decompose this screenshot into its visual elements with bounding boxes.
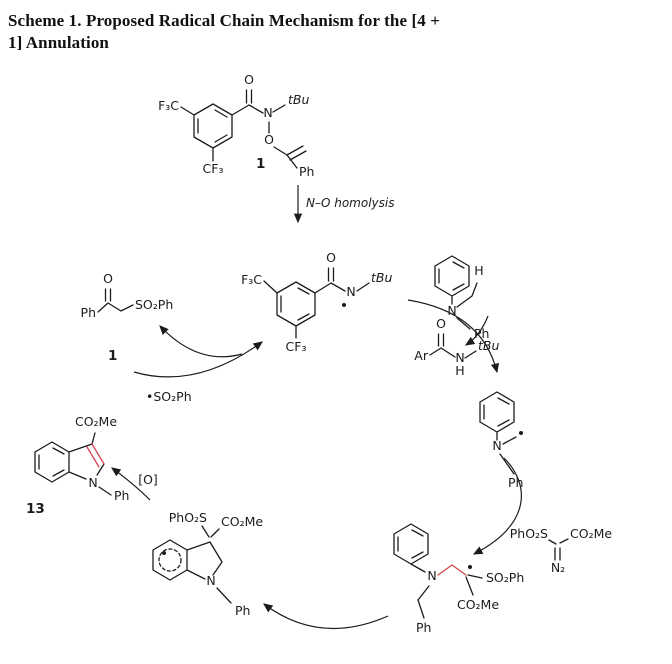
structure-product-13: CO₂Me N Ph 13	[26, 414, 129, 517]
product13-new-double-bond	[86, 443, 105, 468]
co2me-label: CO₂Me	[457, 597, 499, 612]
so2ph-label: SO₂Ph	[135, 297, 173, 312]
adduct-bonds	[393, 523, 483, 619]
scheme-diagram: F₃C CF₃ O N tBu O Ph 1 N–O homolysis F₃C…	[26, 72, 613, 635]
cf3-label: CF₃	[286, 339, 307, 354]
f3c-label: F₃C	[158, 98, 179, 113]
structure-radical-adduct: N SO₂Ph CO₂Me Ph	[393, 523, 524, 635]
diazo-bonds	[548, 538, 569, 545]
scheme-caption-line2: 1] Annulation	[8, 33, 109, 52]
cycle-arrows	[111, 299, 522, 630]
oxidant-label: [O]	[138, 472, 158, 487]
alpha-amino-bonds	[479, 391, 517, 475]
cyclized-bonds	[152, 525, 232, 604]
structure-amine: N H Ph	[434, 255, 489, 341]
n-label: N	[206, 573, 215, 588]
scheme-caption-line1: Scheme 1. Proposed Radical Chain Mechani…	[8, 11, 440, 30]
arrow-cyclization	[263, 603, 389, 630]
amidyl-bonds	[263, 280, 370, 339]
radical-dot	[342, 303, 346, 307]
compound1-double-bonds	[197, 89, 307, 161]
amine-double-bonds	[438, 261, 465, 291]
adduct-double-bonds	[397, 529, 424, 559]
n-label: N	[455, 350, 464, 365]
scheme-caption: Scheme 1. Proposed Radical Chain Mechani…	[0, 0, 672, 54]
ar-label: Ar	[414, 348, 429, 363]
reagent-1-number: 1	[108, 348, 117, 364]
tbu-label: tBu	[288, 92, 309, 107]
pho2s-label: PhO₂S	[510, 526, 548, 541]
co2me-label: CO₂Me	[570, 526, 612, 541]
carbonyl-o-label: O	[326, 250, 336, 265]
structure-alpha-amino-radical: N Ph	[479, 391, 523, 490]
ph-label: Ph	[235, 603, 250, 618]
amide-bonds	[429, 347, 477, 359]
structure-diazo-reagent: PhO₂S CO₂Me N₂	[510, 526, 613, 575]
o-ether-label: O	[264, 132, 274, 147]
radical-dot	[519, 431, 523, 435]
ph-label: Ph	[416, 620, 431, 635]
n2-label: N₂	[551, 560, 565, 575]
carbonyl-o-label: O	[436, 316, 446, 331]
so2ph-label: SO₂Ph	[486, 570, 524, 585]
f3c-label: F₃C	[241, 272, 262, 287]
ph-label: Ph	[81, 305, 96, 320]
co2me-label: CO₂Me	[221, 514, 263, 529]
arrow-diazo-addition	[472, 457, 522, 555]
tbu-label: tBu	[371, 270, 392, 285]
n-label: N	[346, 284, 355, 299]
n-label: N	[492, 438, 501, 453]
sulfone-bonds	[97, 302, 134, 313]
pho2s-label: PhO₂S	[169, 510, 207, 525]
structure-amidyl-radical: F₃C CF₃ O N tBu	[241, 250, 392, 354]
alpha-amino-double-bonds	[483, 397, 510, 427]
n-label: N	[427, 568, 436, 583]
amidyl-double-bonds	[280, 267, 335, 321]
structure-cyclized-radical: PhO₂S CO₂Me N Ph	[152, 510, 263, 618]
co2me-label: CO₂Me	[75, 414, 117, 429]
product13-bonds	[34, 432, 112, 496]
n-label: N	[88, 475, 97, 490]
structure-compound-1: F₃C CF₃ O N tBu O Ph 1	[158, 72, 314, 179]
structure-phenacyl-sulfone: Ph O SO₂Ph	[81, 271, 174, 320]
structure-amide-byproduct: Ar O N H tBu	[414, 316, 499, 378]
sulfonyl-radical-label: •SO₂Ph	[146, 389, 192, 404]
homolysis-arrow-group: N–O homolysis	[293, 185, 395, 224]
carbonyl-o-label: O	[244, 72, 254, 87]
ph-label: Ph	[474, 326, 489, 341]
carbonyl-o-label: O	[103, 271, 113, 286]
n-label: N	[447, 303, 456, 318]
arrow-sulfone-release	[159, 325, 243, 358]
arrow-oxidation	[111, 467, 151, 501]
radical-dot	[468, 565, 472, 569]
cf3-label: CF₃	[203, 161, 224, 176]
compound-13-number: 13	[26, 501, 45, 517]
sulfone-double-bonds	[104, 288, 112, 302]
delocalized-radical-circle	[158, 548, 182, 572]
arrow-to-amide-byproduct	[464, 315, 489, 346]
arrow-chain-transfer-in	[133, 341, 263, 378]
product13-double-bonds	[38, 447, 65, 477]
ph-label: Ph	[114, 488, 129, 503]
amide-double-bonds	[437, 333, 445, 347]
compound-1-number: 1	[256, 156, 265, 172]
h-label: H	[474, 263, 483, 278]
ph-label: Ph	[299, 164, 314, 179]
arrow-hat-to-alpha-amino	[407, 299, 500, 374]
h-label: H	[455, 363, 464, 378]
radical-dot	[162, 551, 166, 555]
homolysis-label: N–O homolysis	[306, 196, 395, 210]
amine-bonds	[434, 255, 478, 330]
ph-label: Ph	[508, 475, 523, 490]
n-label: N	[263, 105, 272, 120]
compound1-bonds	[180, 103, 298, 169]
adduct-new-bond-highlight	[437, 564, 467, 576]
diazo-double-bonds	[554, 547, 561, 561]
